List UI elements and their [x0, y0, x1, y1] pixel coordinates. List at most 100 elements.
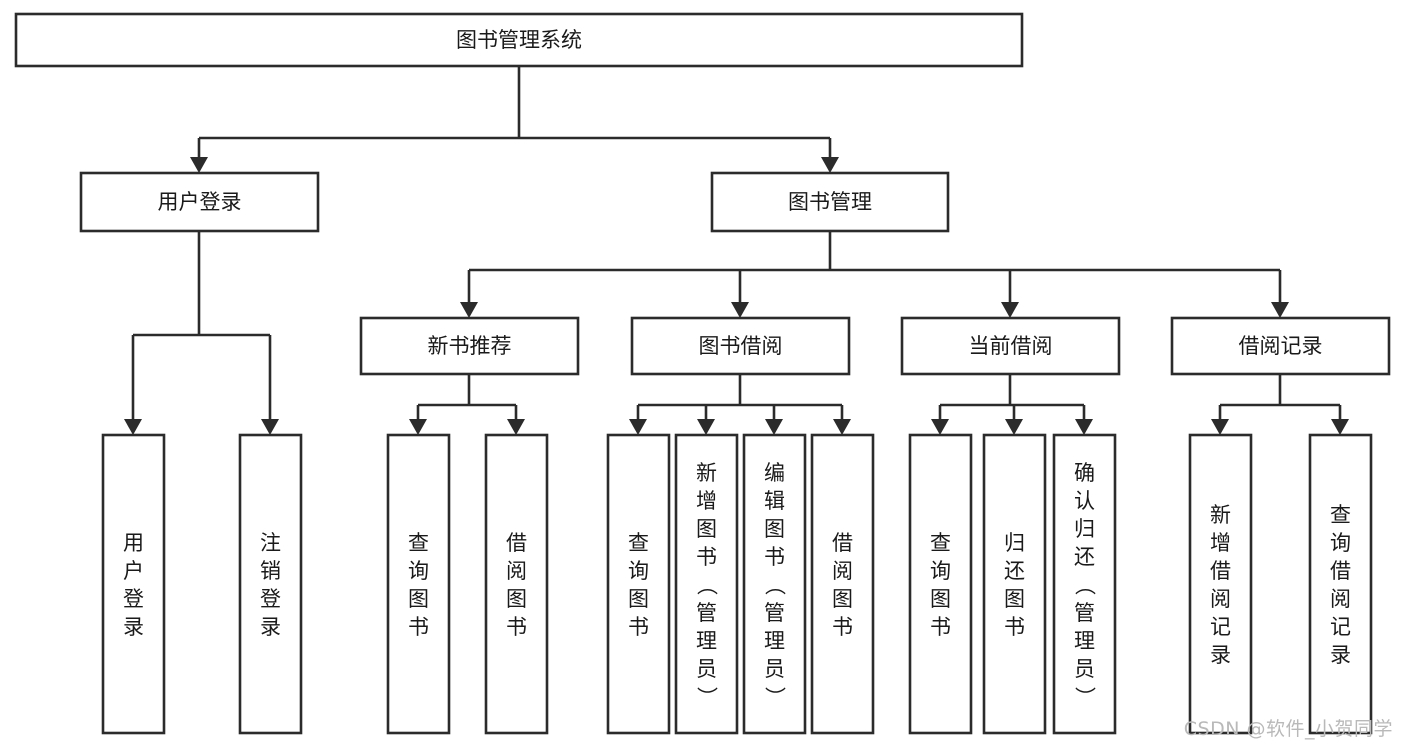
- node-label-char: 查: [628, 531, 649, 555]
- node-box-outline: [630, 316, 851, 376]
- node-label-char: 认: [1074, 489, 1095, 513]
- node-label-char: 新: [696, 461, 717, 485]
- node-box-outline: [606, 433, 671, 735]
- node-level2-0[interactable]: 用户登录: [79, 171, 320, 233]
- node-box-outline: [238, 433, 303, 735]
- node-label-char: 借: [1330, 559, 1351, 583]
- node-box-outline: [79, 171, 320, 233]
- node-box-outline: [14, 12, 1024, 68]
- node-label-char: 书: [408, 615, 429, 639]
- arrow-head-icon: [1211, 419, 1229, 435]
- arrow-head-icon: [629, 419, 647, 435]
- node-label-char: 理: [764, 629, 785, 653]
- node-box-outline: [674, 433, 739, 735]
- node-label-char: ）: [763, 686, 787, 707]
- node-box-outline: [386, 433, 451, 735]
- arrow-head-icon: [731, 302, 749, 318]
- node-label-char: 销: [260, 559, 281, 583]
- edge-bookborrow-to-leaves: [629, 374, 851, 435]
- arrow-head-icon: [1271, 302, 1289, 318]
- node-label: 借阅记录: [1239, 334, 1323, 358]
- arrow-head-icon: [697, 419, 715, 435]
- node-box-outline: [1052, 433, 1117, 735]
- arrow-head-icon: [409, 419, 427, 435]
- node-box-outline: [908, 433, 973, 735]
- node-box-outline: [900, 316, 1121, 376]
- node-label-char: 辑: [764, 489, 785, 513]
- node-label: 图书借阅: [699, 334, 783, 358]
- node-label-char: 图: [696, 517, 717, 541]
- node-box-outline: [359, 316, 580, 376]
- node-label-char: 员: [1074, 657, 1095, 681]
- node-box-outline: [810, 433, 875, 735]
- node-label-char: 图: [930, 587, 951, 611]
- node-box-outline: [982, 433, 1047, 735]
- node-label-char: ）: [1073, 686, 1097, 707]
- node-label-char: ）: [695, 686, 719, 707]
- node-label: 图书管理系统: [456, 28, 582, 52]
- node-label-char: 管: [1074, 601, 1095, 625]
- node-box-outline: [1308, 433, 1373, 735]
- arrow-head-icon: [124, 419, 142, 435]
- node-box-outline: [1188, 433, 1253, 735]
- node-label-char: 管: [696, 601, 717, 625]
- node-label-char: 记: [1330, 615, 1351, 639]
- csdn-watermark: CSDN @软件_小贺同学: [1183, 718, 1393, 740]
- node-level3-1[interactable]: 图书借阅: [630, 316, 851, 376]
- node-level3-0[interactable]: 新书推荐: [359, 316, 580, 376]
- node-label-char: 图: [506, 587, 527, 611]
- node-label-char: 书: [696, 545, 717, 569]
- arrow-head-icon: [931, 419, 949, 435]
- node-label-char: 书: [832, 615, 853, 639]
- node-label-char: 还: [1074, 545, 1095, 569]
- node-label-char: 还: [1004, 559, 1025, 583]
- node-label-char: 询: [930, 559, 951, 583]
- node-label-char: 新: [1210, 503, 1231, 527]
- node-label-char: 录: [123, 615, 144, 639]
- node-level2-1[interactable]: 图书管理: [710, 171, 950, 233]
- node-label-char: 登: [123, 587, 144, 611]
- node-label-char: 录: [1210, 643, 1231, 667]
- node-label-char: 增: [1210, 531, 1231, 555]
- node-level3-3[interactable]: 借阅记录: [1170, 316, 1391, 376]
- node-label-char: 户: [123, 559, 144, 583]
- node-label-char: 用: [123, 531, 144, 555]
- arrow-head-icon: [1005, 419, 1023, 435]
- node-leaf-0[interactable]: 用户登录: [101, 433, 166, 735]
- node-label-char: 员: [764, 657, 785, 681]
- node-label-char: 记: [1210, 615, 1231, 639]
- node-label-char: 管: [764, 601, 785, 625]
- node-level3-2[interactable]: 当前借阅: [900, 316, 1121, 376]
- node-label-char: （: [1073, 574, 1097, 595]
- node-label-char: 借: [1210, 559, 1231, 583]
- node-label-char: 登: [260, 587, 281, 611]
- node-label-char: 书: [764, 545, 785, 569]
- node-root-图书管理系统[interactable]: 图书管理系统: [14, 12, 1024, 68]
- edge-newbook-to-leaves: [409, 374, 525, 435]
- arrow-head-icon: [1001, 302, 1019, 318]
- node-box-outline: [484, 433, 549, 735]
- arrow-head-icon: [821, 157, 839, 173]
- node-label-char: 查: [1330, 503, 1351, 527]
- node-label-char: 录: [260, 615, 281, 639]
- node-box-outline: [710, 171, 950, 233]
- arrow-head-icon: [261, 419, 279, 435]
- node-label-char: （: [763, 574, 787, 595]
- edge-root-to-level2: [190, 66, 839, 173]
- node-label-char: 询: [1330, 531, 1351, 555]
- node-label-char: 借: [832, 531, 853, 555]
- edge-userlogin-to-leaves: [124, 231, 279, 435]
